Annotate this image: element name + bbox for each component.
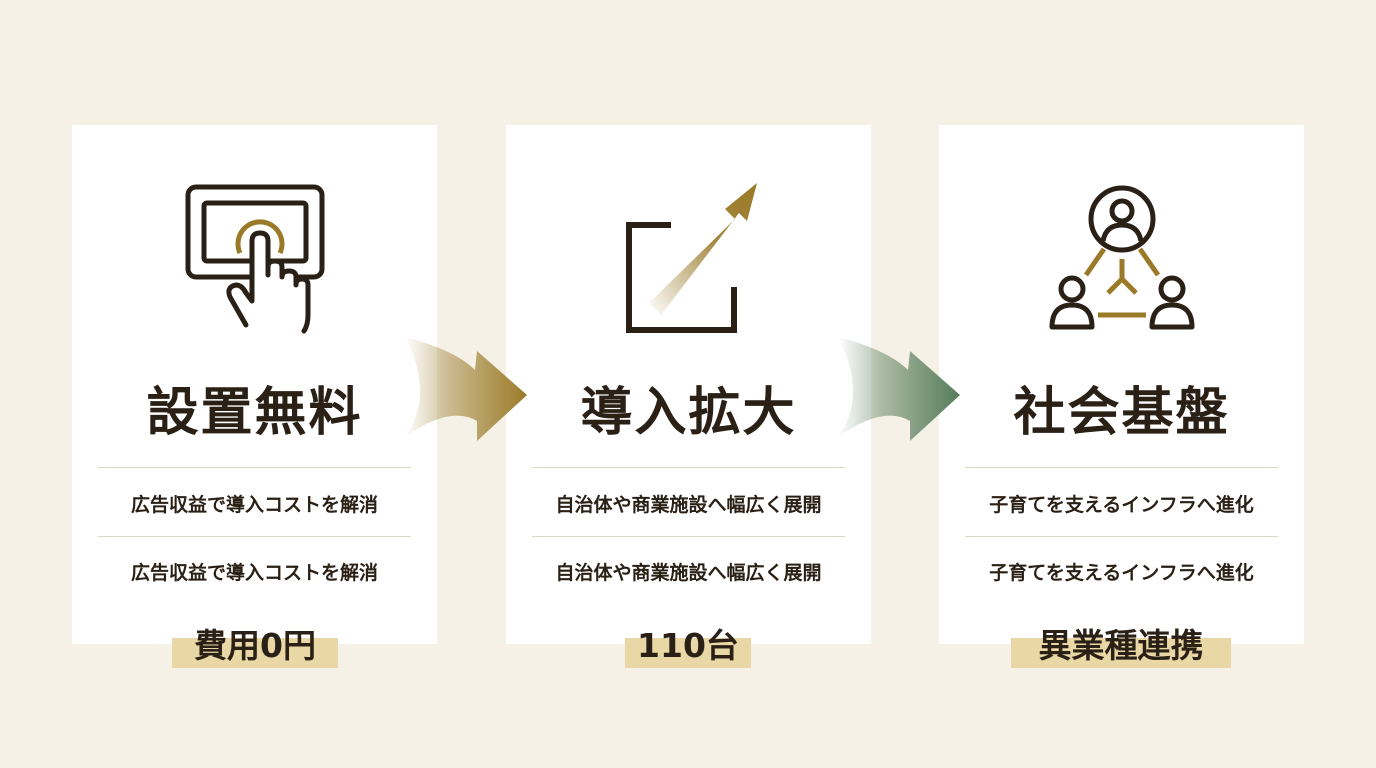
step-card-3: 社会基盤 子育てを支えるインフラへ進化 子育てを支えるインフラへ進化 [939, 125, 1304, 644]
divider [965, 536, 1278, 537]
step-title: 設置無料 [146, 382, 363, 443]
community-network-icon [939, 175, 1304, 340]
highlight-badge-1: 費用0円 [172, 618, 338, 668]
step-description: 広告収益で導入コストを解消 [130, 562, 378, 584]
gold-arrow-icon [405, 337, 527, 441]
divider [532, 467, 845, 468]
highlight-badge-2: 110台 [625, 618, 751, 668]
step-title: 導入拡大 [580, 382, 797, 443]
step-description: 子育てを支えるインフラへ進化 [989, 562, 1254, 584]
step-description: 広告収益で導入コストを解消 [130, 494, 378, 516]
divider [965, 467, 1278, 468]
step-description: 自治体や商業施設へ幅広く展開 [555, 562, 822, 584]
highlight-badge-3: 異業種連携 [1011, 618, 1231, 668]
divider [98, 536, 411, 537]
step-description: 子育てを支えるインフラへ進化 [989, 494, 1254, 516]
growth-arrow-icon [506, 175, 871, 340]
divider [98, 467, 411, 468]
green-arrow-icon [838, 337, 960, 441]
divider [532, 536, 845, 537]
step-card-2: 導入拡大 自治体や商業施設へ幅広く展開 自治体や商業施設へ幅広く展開 [506, 125, 871, 644]
touch-screen-icon [72, 175, 437, 340]
step-description: 自治体や商業施設へ幅広く展開 [555, 494, 822, 516]
step-title: 社会基盤 [1013, 382, 1230, 443]
step-card-1: 設置無料 広告収益で導入コストを解消 広告収益で導入コストを解消 [72, 125, 437, 644]
